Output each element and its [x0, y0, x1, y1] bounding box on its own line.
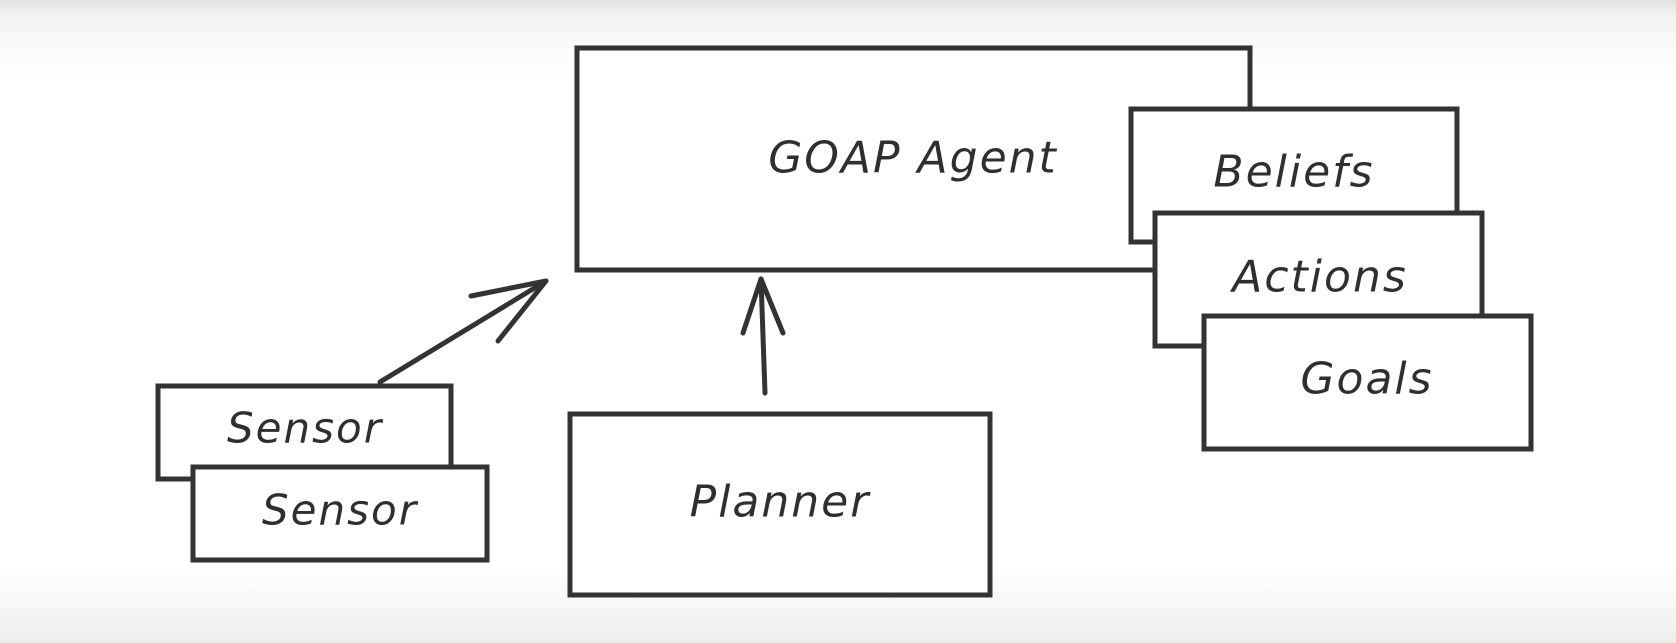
sensor-label-2: Sensor [262, 486, 419, 535]
goals-label: Goals [1300, 354, 1433, 405]
planner-label: Planner [690, 477, 872, 528]
sensor-to-agent-arrow [377, 278, 549, 385]
goals-box: Goals [1201, 313, 1534, 452]
actions-label: Actions [1229, 252, 1408, 303]
beliefs-label: Beliefs [1213, 147, 1374, 198]
goap-agent-label: GOAP Agent [768, 133, 1058, 184]
sensor-box-2: Sensor [190, 464, 490, 563]
planner-box: Planner [567, 411, 993, 598]
planner-to-agent-arrow [740, 276, 786, 396]
sensor-label-1: Sensor [227, 404, 384, 453]
